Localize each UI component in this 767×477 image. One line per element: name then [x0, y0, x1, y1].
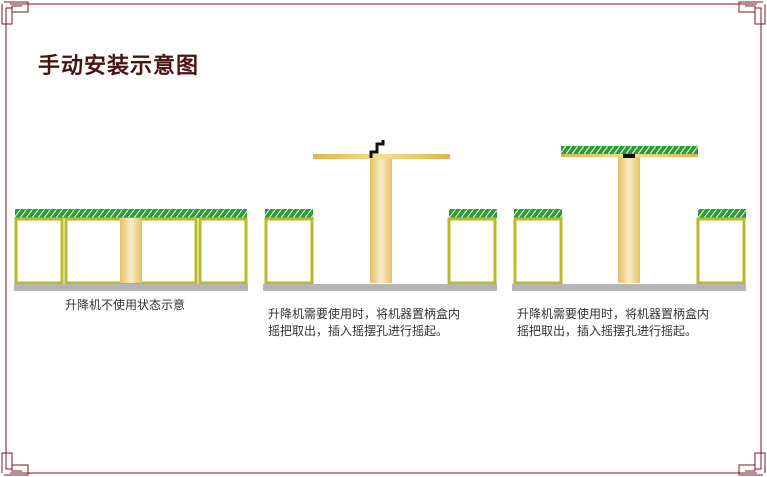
caption-lifting: 升降机需要使用时，将机器置柄盒内 摇把取出，插入摇摆孔进行摇起。 [268, 306, 460, 340]
caption-line: 摇把取出，插入摇摆孔进行摇起。 [268, 324, 449, 338]
diagram-lifting [263, 130, 499, 300]
lift-panel [313, 154, 450, 159]
caption-line: 升降机需要使用时，将机器置柄盒内 [268, 307, 461, 321]
lift-body [120, 218, 142, 283]
cabinet-left [14, 217, 64, 285]
desk-top [15, 209, 247, 218]
lift-body [618, 156, 640, 283]
caption-line: 升降机不使用状态示意 [65, 298, 186, 312]
floor-plate [512, 284, 746, 291]
floor-plate [263, 284, 497, 291]
caption-line: 摇把取出，插入摇摆孔进行摇起。 [517, 324, 698, 338]
caption-retracted: 升降机不使用状态示意 [65, 297, 185, 314]
diagram-retracted [14, 130, 250, 300]
lift-body [370, 156, 392, 283]
desk-top-left [265, 209, 313, 218]
caption-line: 升降机需要使用时，将机器置柄盒内 [517, 307, 710, 321]
crank-handle [369, 140, 385, 158]
cabinet-right [696, 217, 746, 285]
desk-top-left [514, 209, 562, 218]
lift-cap [623, 154, 635, 158]
desk-top-right [449, 209, 497, 218]
floor-plate [14, 284, 248, 291]
cabinet-right [198, 217, 248, 285]
cabinet-left [513, 217, 563, 285]
diagram-raised [512, 130, 748, 300]
caption-raised: 升降机需要使用时，将机器置柄盒内 摇把取出，插入摇摆孔进行摇起。 [517, 306, 709, 340]
desk-top-right [698, 209, 746, 218]
raised-top [561, 146, 698, 154]
cabinet-left [264, 217, 314, 285]
cabinet-right [447, 217, 497, 285]
page-title: 手动安装示意图 [38, 53, 200, 79]
